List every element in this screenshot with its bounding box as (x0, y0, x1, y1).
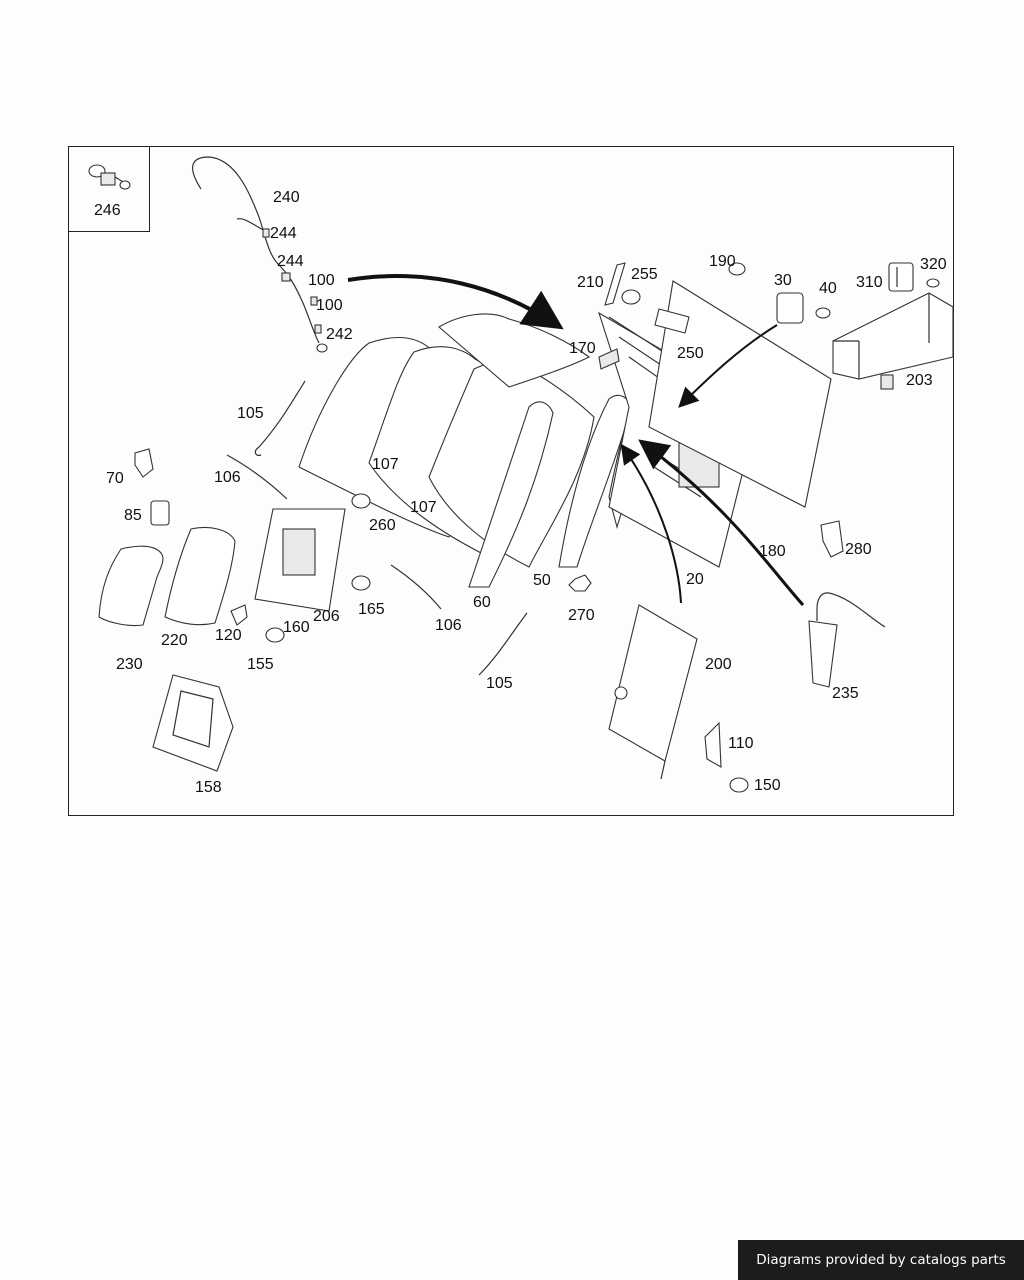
part-210-bolt (604, 262, 626, 306)
part-310-hinge (888, 262, 914, 292)
part-label-190: 190 (709, 253, 736, 270)
part-label-250: 250 (677, 345, 704, 362)
part-label-85: 85 (124, 507, 142, 524)
exploded-parts-drawing: 2402442441001002421051061071077085260230… (88, 156, 954, 796)
part-label-100: 100 (316, 297, 343, 314)
part-label-210: 210 (577, 274, 604, 291)
part-label-270: 270 (568, 607, 595, 624)
part-105-wire-lower (478, 612, 528, 676)
callout-labels: 2402442441001002421051061071077085260230… (106, 189, 947, 796)
part-106-wire-upper (226, 454, 288, 500)
part-label-260: 260 (369, 517, 396, 534)
part-203-box (832, 292, 954, 390)
part-70-clip (134, 448, 154, 478)
part-label-70: 70 (106, 470, 124, 487)
part-label-280: 280 (845, 541, 872, 558)
part-170-bracket (598, 348, 620, 370)
part-220-cushion (164, 526, 236, 626)
part-320-screw (926, 278, 940, 288)
part-label-160: 160 (283, 619, 310, 636)
part-label-180: 180 (759, 543, 786, 560)
part-260-bolt (351, 493, 371, 509)
part-180-panel (648, 280, 832, 508)
part-label-105: 105 (237, 405, 264, 422)
part-label-235: 235 (832, 685, 859, 702)
part-label-206: 206 (313, 608, 340, 625)
part-label-106: 106 (214, 469, 241, 486)
arrow-frame-up (620, 443, 682, 604)
part-label-105: 105 (486, 675, 513, 692)
inset-part-label: 246 (94, 202, 121, 219)
part-label-240: 240 (273, 189, 300, 206)
arrow-top-right (347, 274, 564, 330)
part-110-bracket (704, 721, 722, 768)
part-label-244: 244 (270, 225, 297, 242)
part-120-bracket (230, 604, 248, 626)
part-200-back-panel (608, 604, 698, 780)
part-label-50: 50 (533, 572, 551, 589)
part-label-100: 100 (308, 272, 335, 289)
part-40-bolt (815, 307, 831, 319)
part-label-230: 230 (116, 656, 143, 673)
part-270-nut (568, 574, 592, 592)
part-155-bolt (265, 627, 285, 643)
part-255-nut (621, 289, 641, 305)
footer-credit: Diagrams provided by catalogs parts (738, 1240, 1024, 1280)
part-label-170: 170 (569, 340, 596, 357)
part-230-cushion (98, 545, 164, 627)
part-label-158: 158 (195, 779, 222, 796)
part-106-wire-lower (390, 564, 442, 610)
part-160-module (254, 508, 346, 612)
part-105-wire-upper (254, 380, 306, 456)
part-label-255: 255 (631, 266, 658, 283)
part-label-106: 106 (435, 617, 462, 634)
part-label-242: 242 (326, 326, 353, 343)
part-label-120: 120 (215, 627, 242, 644)
part-250-latch (654, 308, 690, 334)
part-158-tray (152, 674, 234, 772)
part-label-20: 20 (686, 571, 704, 588)
part-label-107: 107 (372, 456, 399, 473)
part-85-clip (150, 500, 170, 526)
part-235-cable (808, 592, 886, 688)
part-label-40: 40 (819, 280, 837, 297)
arrow-lower-right (638, 439, 805, 606)
part-240-harness (192, 156, 328, 353)
part-165-bolt (351, 575, 371, 591)
arrow-mid-right (678, 324, 778, 408)
part-label-30: 30 (774, 272, 792, 289)
part-280-clip (820, 520, 844, 558)
part-label-244: 244 (277, 253, 304, 270)
part-label-203: 203 (906, 372, 933, 389)
part-190-clip (728, 262, 746, 276)
part-label-165: 165 (358, 601, 385, 618)
part-label-150: 150 (754, 777, 781, 794)
part-label-155: 155 (247, 656, 274, 673)
part-150-clip (729, 777, 749, 793)
part-label-310: 310 (856, 274, 883, 291)
part-30-bracket (776, 292, 804, 324)
part-label-107: 107 (410, 499, 437, 516)
part-label-60: 60 (473, 594, 491, 611)
part-label-320: 320 (920, 256, 947, 273)
part-label-220: 220 (161, 632, 188, 649)
part-label-110: 110 (728, 735, 754, 752)
part-246-connector (88, 164, 131, 190)
part-label-200: 200 (705, 656, 732, 673)
inset-box (69, 147, 150, 232)
